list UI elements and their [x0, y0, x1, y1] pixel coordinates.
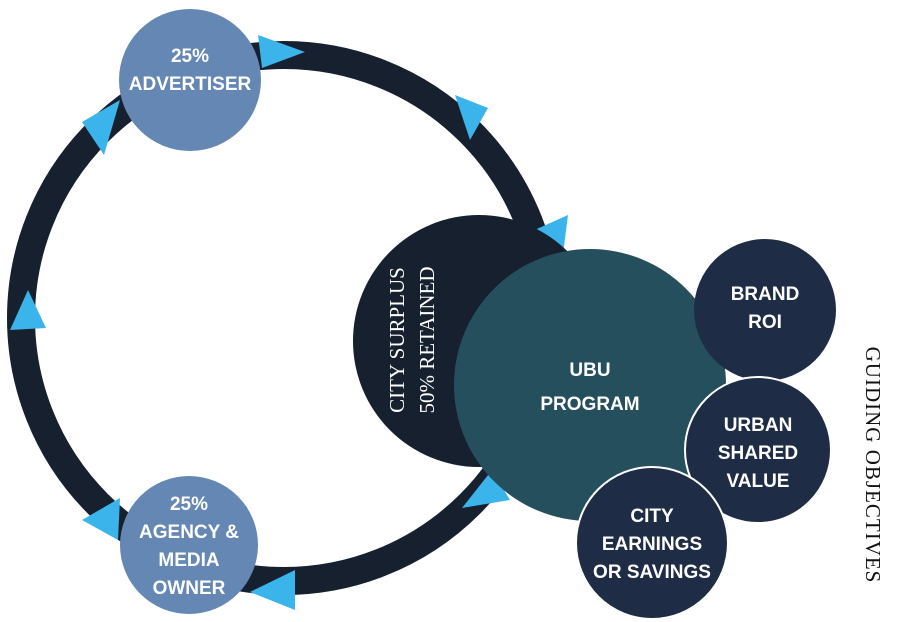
advertiser-label: ADVERTISER — [129, 74, 252, 95]
arrow-icon — [82, 498, 120, 540]
objective-label: ROI — [748, 312, 782, 333]
objective-label: OR SAVINGS — [593, 562, 711, 583]
agency-label-1: AGENCY & — [139, 522, 239, 543]
surplus-label: CITY SURPLUS — [385, 267, 409, 413]
ubu-program-node: UBU PROGRAM — [454, 249, 726, 521]
objective-label: URBAN — [724, 415, 793, 436]
guiding-objectives-label: GUIDING OBJECTIVES — [861, 347, 885, 584]
program-label-1: UBU — [569, 360, 610, 381]
arrow-icon — [462, 470, 510, 508]
objective-label: CITY — [630, 506, 674, 527]
objective-label: SHARED — [718, 443, 798, 464]
arrow-icon — [258, 35, 305, 68]
arrow-icon — [82, 100, 120, 155]
agency-label-2: MEDIA — [158, 550, 220, 571]
surplus-retained: 50% RETAINED — [415, 266, 439, 413]
program-label-2: PROGRAM — [540, 394, 639, 415]
objective-label: EARNINGS — [602, 534, 702, 555]
city-earnings-node: CITY EARNINGS OR SAVINGS — [575, 466, 729, 620]
brand-roi-node: BRAND ROI — [694, 239, 836, 381]
agency-node: 25% AGENCY & MEDIA OWNER — [120, 476, 258, 614]
objective-label: BRAND — [731, 284, 800, 305]
advertiser-share: 25% — [171, 46, 209, 67]
arrow-icon — [10, 290, 46, 330]
agency-label-3: OWNER — [153, 578, 226, 599]
agency-share: 25% — [170, 494, 208, 515]
arrow-icon — [250, 570, 295, 610]
advertiser-node: 25% ADVERTISER — [119, 9, 261, 151]
arrow-icon — [455, 95, 488, 140]
objective-label: VALUE — [727, 471, 790, 492]
urban-shared-value-node: URBAN SHARED VALUE — [684, 376, 832, 524]
